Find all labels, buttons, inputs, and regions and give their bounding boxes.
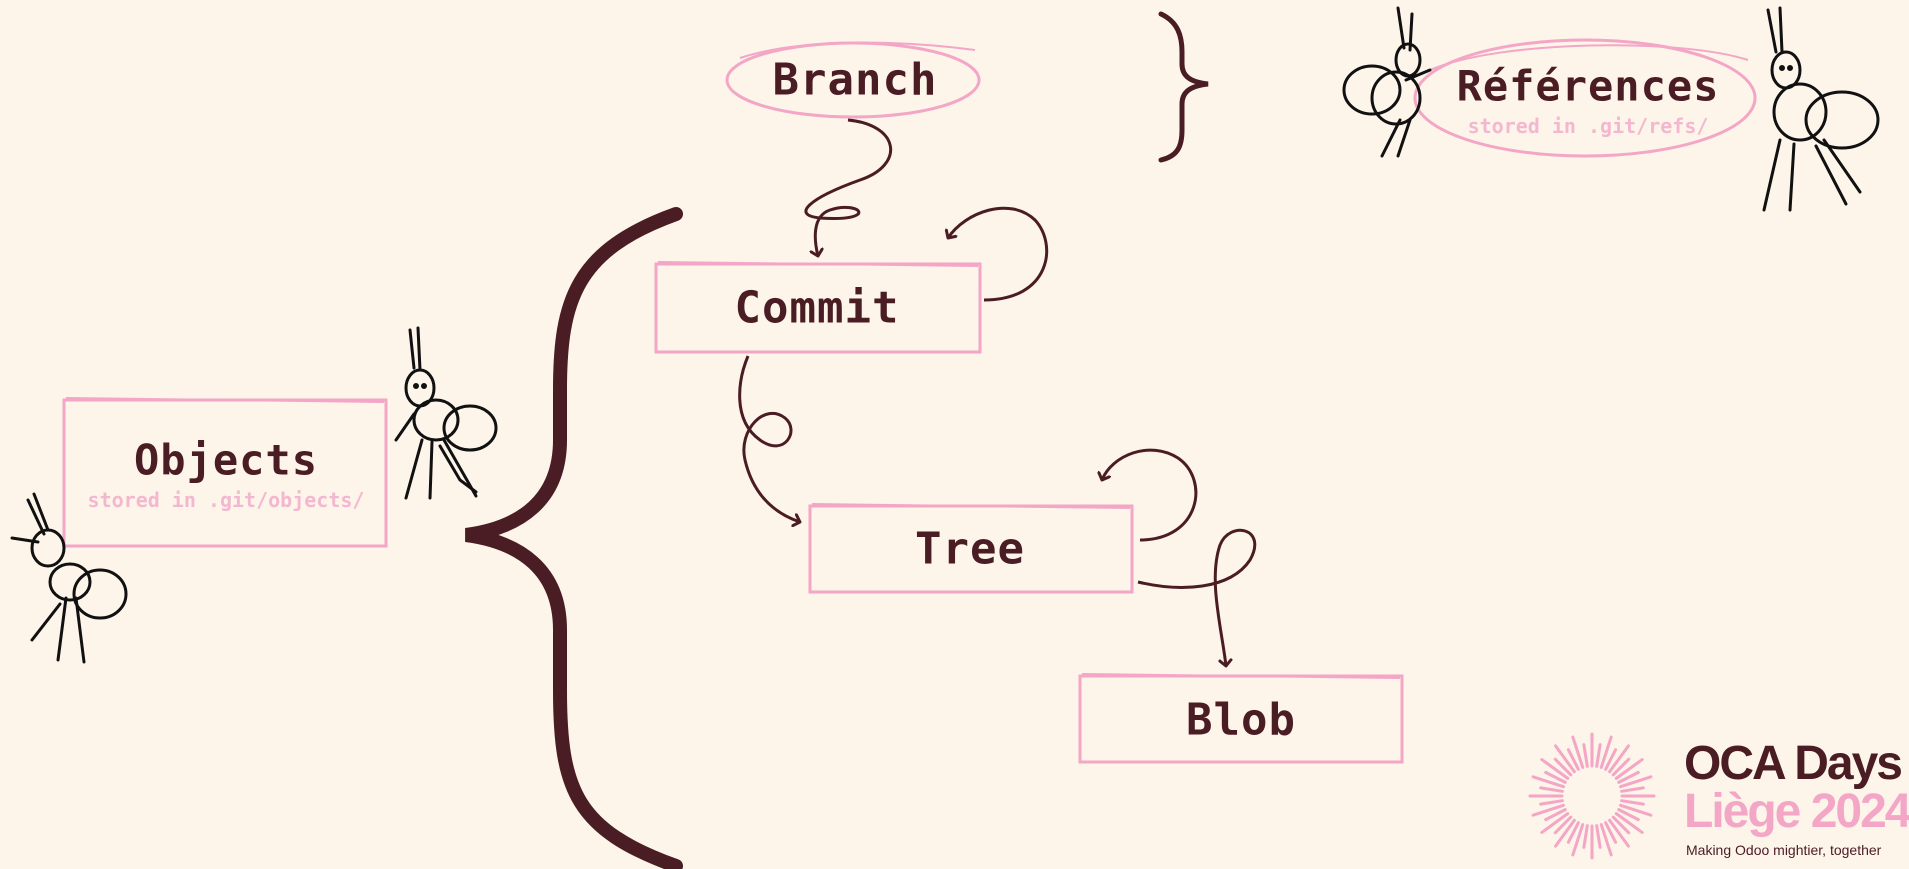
references-group-subtitle: stored in .git/refs/ [1467, 114, 1709, 138]
stick-ant-figure-references-right [1762, 6, 1880, 212]
blob-node-label: Blob [1186, 694, 1296, 746]
sunburst-ray [1531, 803, 1565, 817]
sunburst-ray [1611, 815, 1631, 835]
sunburst-ray [1620, 786, 1645, 793]
sunburst-ray [1566, 748, 1580, 771]
edge-commit-self [948, 206, 1049, 302]
sunburst-ray [1611, 757, 1631, 777]
objects-group-title: Objects [133, 435, 319, 485]
brand-title: OCA Days [1684, 737, 1903, 790]
sunburst-ray [1540, 812, 1570, 834]
objects-brace [465, 207, 683, 869]
sunburst-ray [1544, 808, 1567, 822]
sunburst-ray [1620, 799, 1645, 806]
sunburst-ray [1608, 744, 1630, 774]
sunburst-ray [1614, 812, 1644, 834]
references-ellipse [1413, 38, 1757, 158]
sunburst-ray [1617, 808, 1640, 822]
commit-node-label: Commit [734, 282, 900, 334]
sunburst-ray [1619, 775, 1653, 789]
sunburst-ray [1604, 821, 1618, 844]
stick-ant-figure-objects-right [394, 326, 498, 500]
sunburst-ray [1554, 744, 1576, 774]
sunburst-ray [1604, 748, 1618, 771]
sunburst-ray [1539, 799, 1564, 806]
sunburst-ray [1619, 803, 1653, 817]
edge-branch-commit [804, 118, 892, 256]
sunburst-ray [1531, 775, 1565, 789]
sunburst-ray [1554, 818, 1576, 848]
sunburst-ray [1539, 786, 1564, 793]
sunburst-ray [1582, 824, 1589, 849]
references-brace [1158, 11, 1209, 163]
tree-node-label: Tree [915, 523, 1025, 575]
brand-tagline: Making Odoo mightier, together [1686, 842, 1882, 858]
stick-ant-figure-references-left [1342, 6, 1432, 158]
edge-tree-blob [1137, 528, 1257, 666]
sunburst-ray [1553, 757, 1573, 777]
sunburst-logo-icon [1528, 732, 1656, 860]
brand-city: Liège 2024 [1684, 785, 1909, 838]
sunburst-ray [1599, 735, 1613, 769]
sunburst-ray [1582, 743, 1589, 768]
sunburst-ray [1571, 735, 1585, 769]
sunburst-ray [1553, 815, 1573, 835]
sunburst-ray [1544, 770, 1567, 784]
sunburst-ray [1608, 818, 1630, 848]
sunburst-ray [1595, 824, 1602, 849]
sunburst-ray [1617, 770, 1640, 784]
sunburst-ray [1614, 758, 1644, 780]
sunburst-ray [1599, 823, 1613, 857]
objects-group-subtitle: stored in .git/objects/ [87, 488, 365, 512]
branch-node-label: Branch [772, 54, 938, 106]
stick-ant-figure-objects-left [10, 492, 128, 664]
references-group-title: Références [1456, 61, 1720, 111]
sunburst-ray [1540, 758, 1570, 780]
sunburst-ray [1595, 743, 1602, 768]
edge-tree-self [1102, 448, 1198, 542]
sunburst-ray [1566, 821, 1580, 844]
edge-commit-tree [738, 355, 800, 522]
sunburst-ray [1571, 823, 1585, 857]
